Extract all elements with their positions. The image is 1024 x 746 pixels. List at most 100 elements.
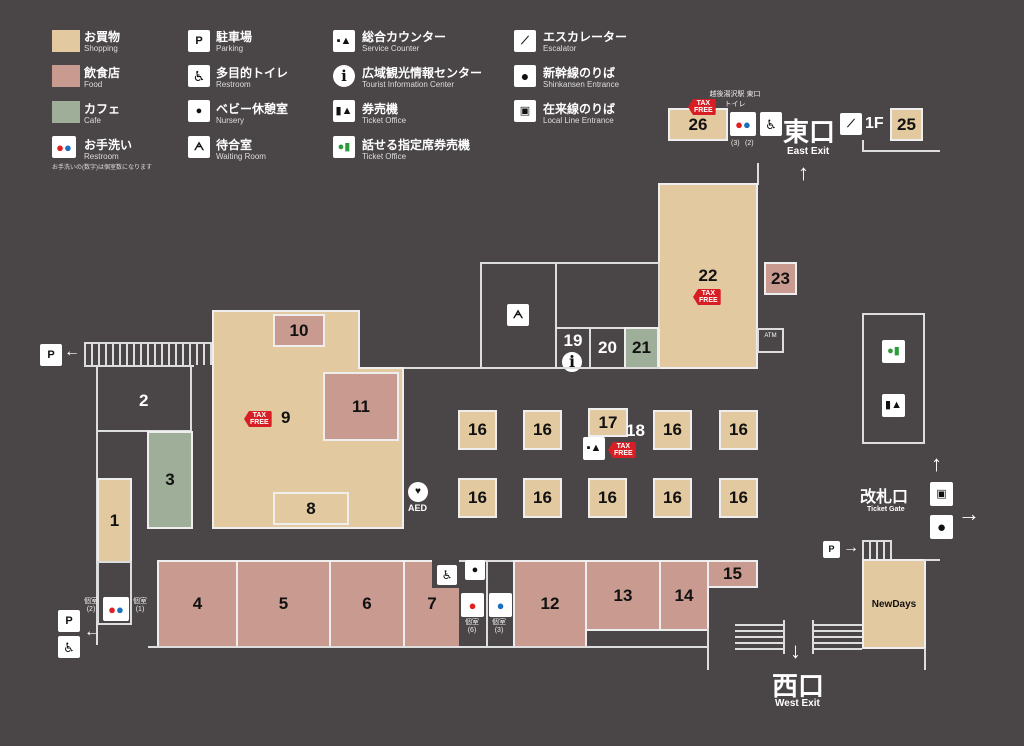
shop-16[interactable]: 16: [523, 478, 562, 518]
legend-swatch-food: [52, 65, 80, 87]
shop-16[interactable]: 16: [523, 410, 562, 450]
legend-accessible-en: Restroom: [216, 80, 251, 89]
east-exit-label-en: East Exit: [787, 146, 830, 157]
wall: [486, 560, 488, 648]
legend-waiting-en: Waiting Room: [216, 152, 266, 161]
shop-14[interactable]: 14: [659, 560, 709, 631]
atm[interactable]: ATM: [757, 328, 784, 353]
shop-3[interactable]: 3: [147, 431, 193, 529]
stall-count: (3): [731, 140, 740, 147]
shop-17[interactable]: 17: [588, 408, 628, 437]
shop-25[interactable]: 25: [890, 108, 923, 141]
legend-ticket-en: Ticket Office: [362, 116, 407, 125]
parking-icon[interactable]: P: [823, 541, 840, 558]
shop-16[interactable]: 16: [719, 478, 758, 518]
shop-13[interactable]: 13: [585, 560, 661, 631]
shop-16[interactable]: 16: [719, 410, 758, 450]
legend-swatch-cafe: [52, 101, 80, 123]
local-train-icon[interactable]: ▣: [930, 482, 953, 506]
wall: [190, 365, 192, 432]
shop-1[interactable]: 1: [97, 478, 132, 563]
legend-tourist-ja: 広域観光情報センター: [362, 66, 483, 80]
shop-15[interactable]: 15: [707, 560, 758, 588]
shop-16[interactable]: 16: [588, 478, 627, 518]
floor-label: 1F: [865, 115, 884, 132]
legend-nursery-en: Nursery: [216, 116, 245, 125]
shop-8[interactable]: 8: [273, 492, 349, 525]
legend-cafe-ja: カフェ: [84, 102, 121, 116]
atm-label: ATM: [764, 333, 777, 339]
wall: [862, 540, 892, 542]
wall: [757, 163, 759, 185]
shop-4[interactable]: 4: [157, 560, 238, 648]
shop-21[interactable]: 21: [624, 327, 659, 369]
ticket-gate-label: 改札口: [860, 489, 909, 506]
ticket-office[interactable]: [862, 313, 925, 444]
arrow-right-icon: →: [958, 501, 980, 526]
legend-swatch-shopping: [52, 30, 80, 52]
stall-count: (2): [745, 140, 754, 147]
ticket-machine-icon: ▮▲: [333, 100, 355, 122]
accessible-restroom-icon: ♿: [188, 65, 210, 87]
stall-count: (6): [467, 627, 477, 634]
shop-2[interactable]: 2: [139, 391, 149, 410]
wall: [924, 559, 940, 561]
shop-6[interactable]: 6: [329, 560, 405, 648]
wall: [84, 342, 212, 344]
stall-note: 個室(1): [133, 598, 147, 614]
wall: [96, 430, 191, 432]
stall-label: 個室: [133, 598, 147, 605]
shop-23[interactable]: 23: [764, 262, 797, 295]
legend-service-ja: 総合カウンター: [362, 30, 447, 44]
arrow-right-icon: →: [843, 539, 859, 556]
shop-5[interactable]: 5: [236, 560, 331, 648]
shop-11[interactable]: 11: [323, 372, 399, 441]
wall: [148, 646, 709, 648]
legend-restroom-note: お手洗いの(数字)は個室数になります: [52, 165, 152, 171]
stall-label: 個室: [84, 598, 98, 605]
parking-icon[interactable]: P: [40, 344, 62, 366]
shinkansen-icon: ●: [514, 65, 536, 87]
west-exit-label-en: West Exit: [775, 698, 820, 709]
shop-16[interactable]: 16: [653, 410, 692, 450]
shop-9-label: 9: [281, 408, 291, 427]
ticket-gate-label-en: Ticket Gate: [867, 506, 905, 513]
shop-12[interactable]: 12: [513, 560, 587, 648]
stall-count: (3): [494, 627, 504, 634]
shop-22[interactable]: 22: [658, 183, 758, 369]
legend-local-en: Local Line Entrance: [543, 116, 614, 125]
shop-16[interactable]: 16: [653, 478, 692, 518]
parking-icon: P: [188, 30, 210, 52]
female-restroom-icon: ●: [461, 593, 484, 617]
shinkansen-icon[interactable]: ●: [930, 515, 953, 539]
legend-food-en: Food: [84, 80, 103, 89]
legend-shopping-en: Shopping: [84, 44, 118, 53]
legend-shopping-ja: お買物: [84, 30, 121, 44]
arrow-down-icon: ↓: [790, 638, 801, 663]
stall-label: 個室: [465, 619, 479, 626]
aed-icon: ♥: [408, 482, 428, 502]
shop-18[interactable]: 18: [626, 421, 645, 440]
male-restroom-icon: ●: [489, 593, 512, 617]
restroom-icon: ●●: [103, 597, 129, 621]
shop-16[interactable]: 16: [458, 478, 497, 518]
accessible-restroom-icon: ♿: [760, 112, 782, 136]
shop-16[interactable]: 16: [458, 410, 497, 450]
legend-nursery-ja: ベビー休憩室: [216, 102, 289, 116]
shop-20[interactable]: 20: [589, 327, 626, 369]
stairs: [84, 343, 212, 365]
stall-note: 個室(2): [84, 598, 98, 614]
legend-parking-ja: 駐車場: [216, 30, 253, 44]
shop-10[interactable]: 10: [273, 314, 325, 347]
restroom-icon: ●●: [52, 136, 76, 158]
wall: [862, 150, 940, 152]
legend-escalator-en: Escalator: [543, 44, 577, 53]
escalator-icon: ⟋: [840, 113, 862, 135]
parking-icon[interactable]: P: [58, 610, 80, 632]
shop-newdays[interactable]: NewDays: [862, 559, 926, 649]
waiting-room-icon: ᗅ: [188, 136, 210, 158]
nursery-icon: ●: [188, 100, 210, 122]
